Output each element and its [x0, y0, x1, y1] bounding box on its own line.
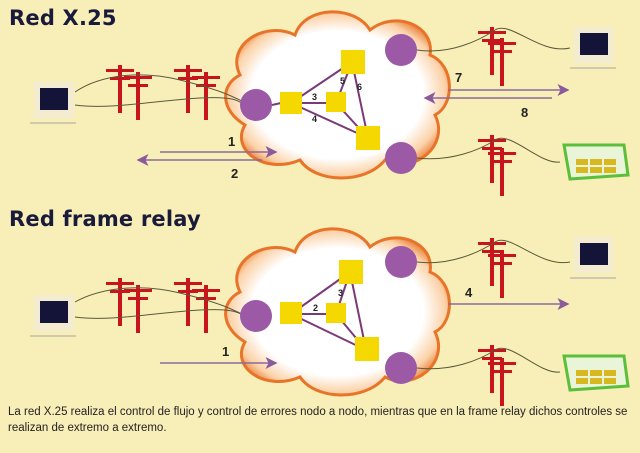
svg-text:7: 7 — [455, 70, 462, 85]
svg-text:8: 8 — [521, 105, 528, 120]
svg-text:6: 6 — [357, 82, 362, 92]
access-node — [240, 89, 272, 121]
frame-relay-diagram: 2 3 1 4 — [30, 227, 630, 406]
frame-relay-title: Red frame relay — [9, 207, 201, 231]
computer-icon — [30, 82, 76, 124]
svg-text:4: 4 — [312, 114, 317, 124]
svg-text:2: 2 — [231, 166, 238, 181]
caption-text: La red X.25 realiza el control de flujo … — [8, 406, 628, 434]
svg-text:3: 3 — [312, 92, 317, 102]
svg-text:1: 1 — [228, 134, 235, 149]
svg-text:3: 3 — [338, 288, 343, 298]
svg-text:5: 5 — [340, 76, 345, 86]
phone-icon — [562, 143, 630, 181]
x25-title: Red X.25 — [9, 6, 117, 30]
x25-diagram: 3 4 5 6 1 2 7 8 — [30, 10, 630, 196]
svg-text:1: 1 — [222, 344, 229, 359]
svg-text:4: 4 — [465, 285, 473, 300]
svg-text:2: 2 — [313, 303, 318, 313]
